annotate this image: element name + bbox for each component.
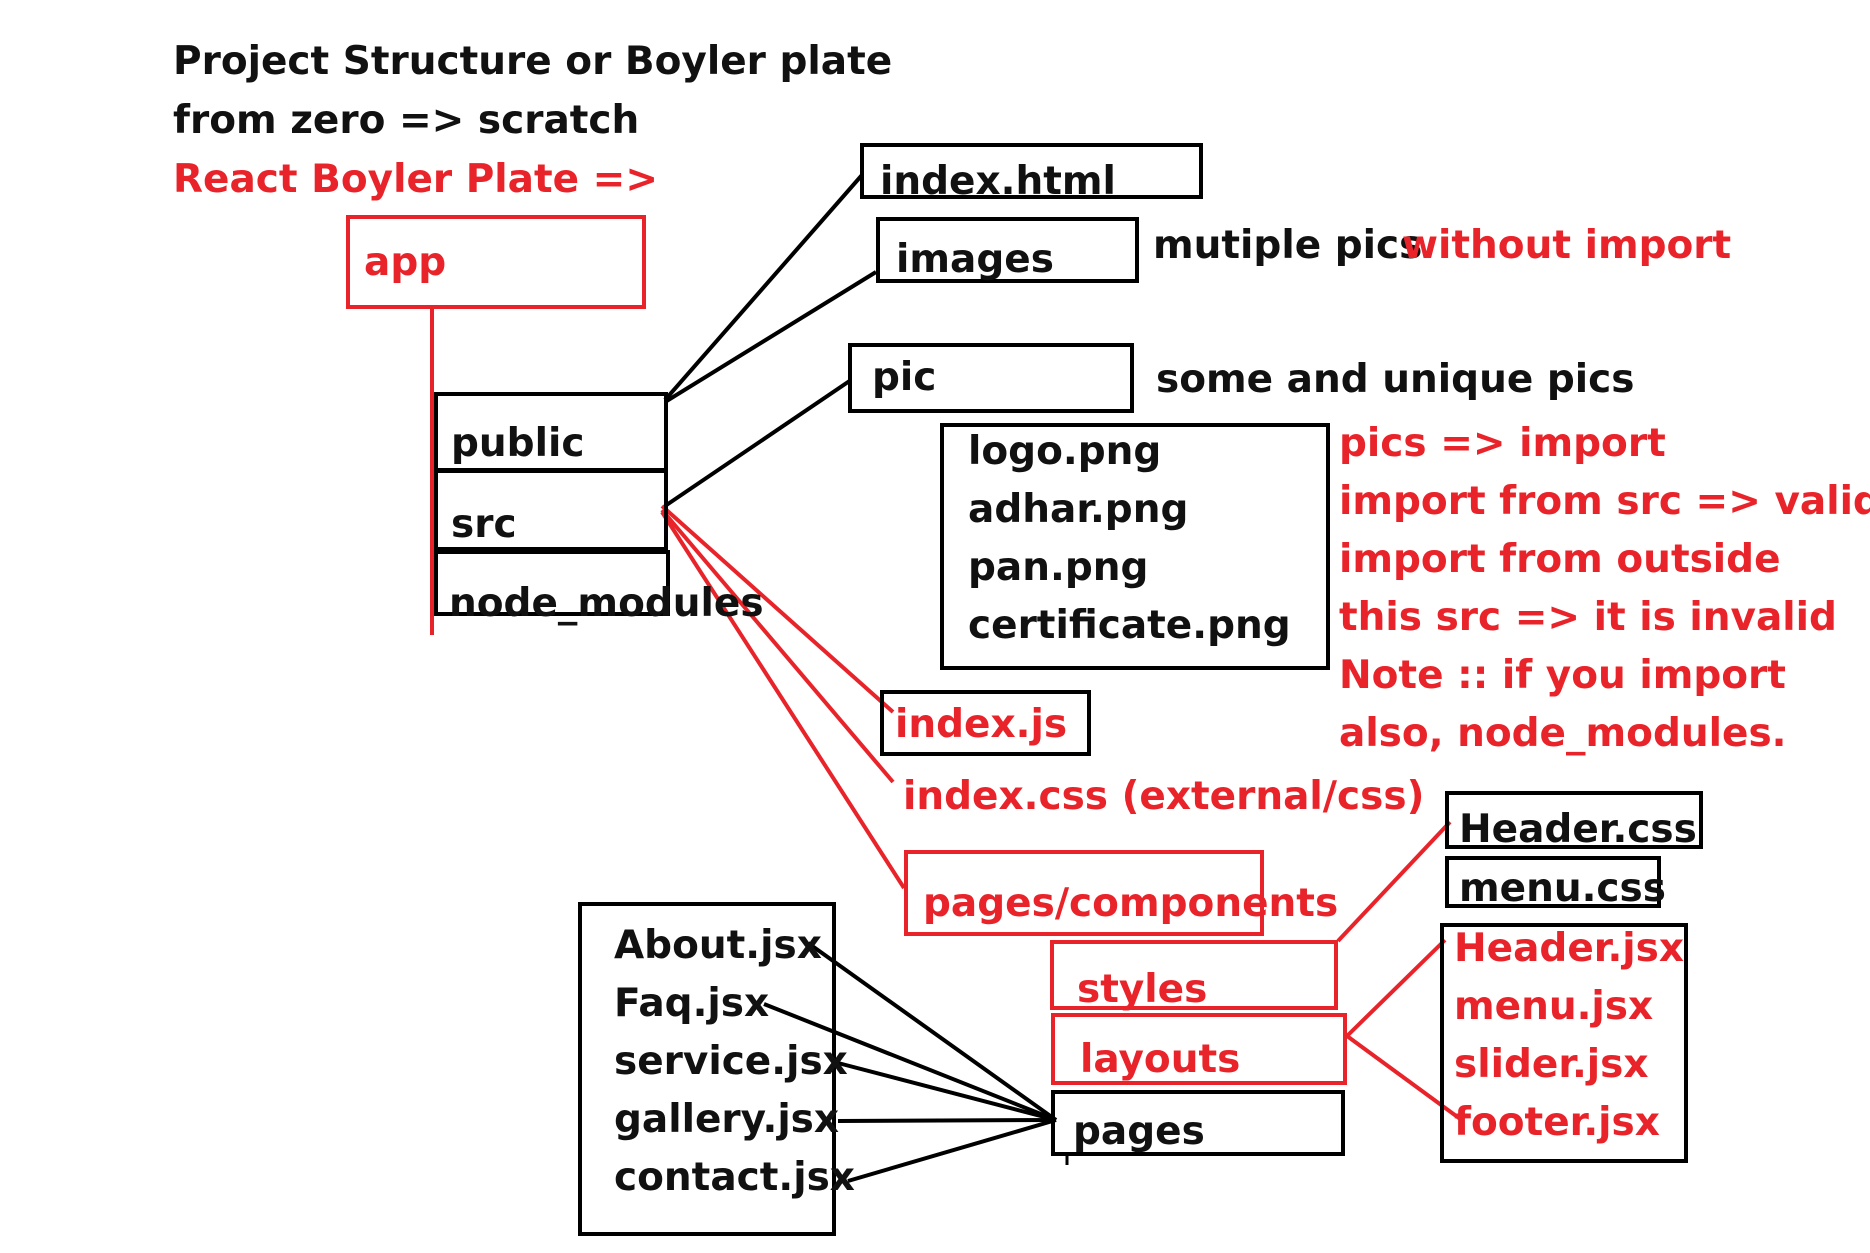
public-to-index-html-line [663, 173, 864, 402]
import-note: import from src => valid [1339, 479, 1870, 524]
pic-file: logo.png [968, 429, 1162, 474]
index-js-label: index.js [895, 702, 1068, 747]
styles-label: styles [1077, 967, 1208, 1012]
import-note: pics => import [1339, 421, 1666, 466]
images-label: images [896, 237, 1054, 282]
index-js-box [880, 690, 1091, 756]
layouts-label: layouts [1080, 1037, 1241, 1082]
page-file: gallery.jsx [614, 1097, 840, 1142]
page-file: About.jsx [614, 923, 822, 968]
images-note-black: mutiple pics [1153, 223, 1423, 268]
app-label: app [364, 240, 447, 285]
node-modules-label: node_modules [449, 581, 764, 626]
images-note-red: without import [1402, 223, 1732, 268]
menu-css-box [1445, 856, 1661, 908]
gallery-to-pages-line [837, 1118, 1057, 1123]
style-file: Header.css [1459, 807, 1697, 852]
import-note: also, node_modules. [1339, 711, 1787, 756]
page-file: Faq.jsx [614, 981, 770, 1026]
page-files-box [578, 902, 836, 1236]
src-box [434, 469, 668, 551]
pic-files-box [940, 423, 1330, 670]
src-to-pic-line [663, 378, 853, 508]
src-label: src [451, 502, 517, 547]
pages-components-box [904, 850, 1264, 936]
style-file: menu.css [1459, 866, 1666, 911]
diagram-heading-line-2: from zero => scratch [173, 98, 640, 143]
pic-file: pan.png [968, 545, 1149, 590]
layout-file: footer.jsx [1454, 1100, 1660, 1145]
page-file: contact.jsx [614, 1155, 855, 1200]
index-html-label: index.html [880, 159, 1116, 204]
styles-box [1050, 940, 1338, 1010]
node-modules-box [434, 550, 670, 616]
app-box [346, 215, 646, 309]
layouts-box [1051, 1013, 1347, 1085]
index-css-label: index.css (external/css) [903, 774, 1425, 819]
layout-files-box [1440, 923, 1688, 1163]
about-to-pages-line [806, 941, 1058, 1122]
src-to-index-js-line [660, 504, 895, 714]
faq-to-pages-line [763, 1002, 1057, 1122]
pic-file: certificate.png [968, 603, 1291, 648]
layout-file: menu.jsx [1454, 984, 1654, 1029]
layouts-to-header-jsx-line [1345, 938, 1447, 1038]
contact-to-pages-line [847, 1118, 1057, 1183]
layout-file: Header.jsx [1454, 926, 1685, 971]
diagram-heading-line-1: Project Structure or Boyler plate [173, 39, 893, 84]
src-to-index-css-line [660, 508, 895, 784]
layout-file: slider.jsx [1454, 1042, 1649, 1087]
import-note: import from outside [1339, 537, 1781, 582]
pages-label: pages [1073, 1109, 1205, 1154]
import-note: Note :: if you import [1339, 653, 1786, 698]
pages-box [1051, 1090, 1345, 1156]
pic-file: adhar.png [968, 487, 1189, 532]
public-to-images-line [663, 270, 878, 404]
service-to-pages-line [837, 1061, 1057, 1122]
src-to-pages-components-line [660, 510, 906, 890]
public-label: public [451, 421, 585, 466]
index-html-box [860, 143, 1203, 199]
diagram-heading-line-3: React Boyler Plate => [173, 157, 659, 202]
images-box [876, 217, 1139, 283]
styles-to-header-css-line [1336, 820, 1452, 943]
pages-components-label: pages/components [923, 881, 1339, 926]
pic-box [848, 343, 1134, 413]
header-css-box [1445, 791, 1703, 849]
pic-label: pic [872, 355, 937, 400]
page-file: service.jsx [614, 1039, 848, 1084]
import-note: this src => it is invalid [1339, 595, 1837, 640]
pic-note: some and unique pics [1156, 357, 1635, 402]
